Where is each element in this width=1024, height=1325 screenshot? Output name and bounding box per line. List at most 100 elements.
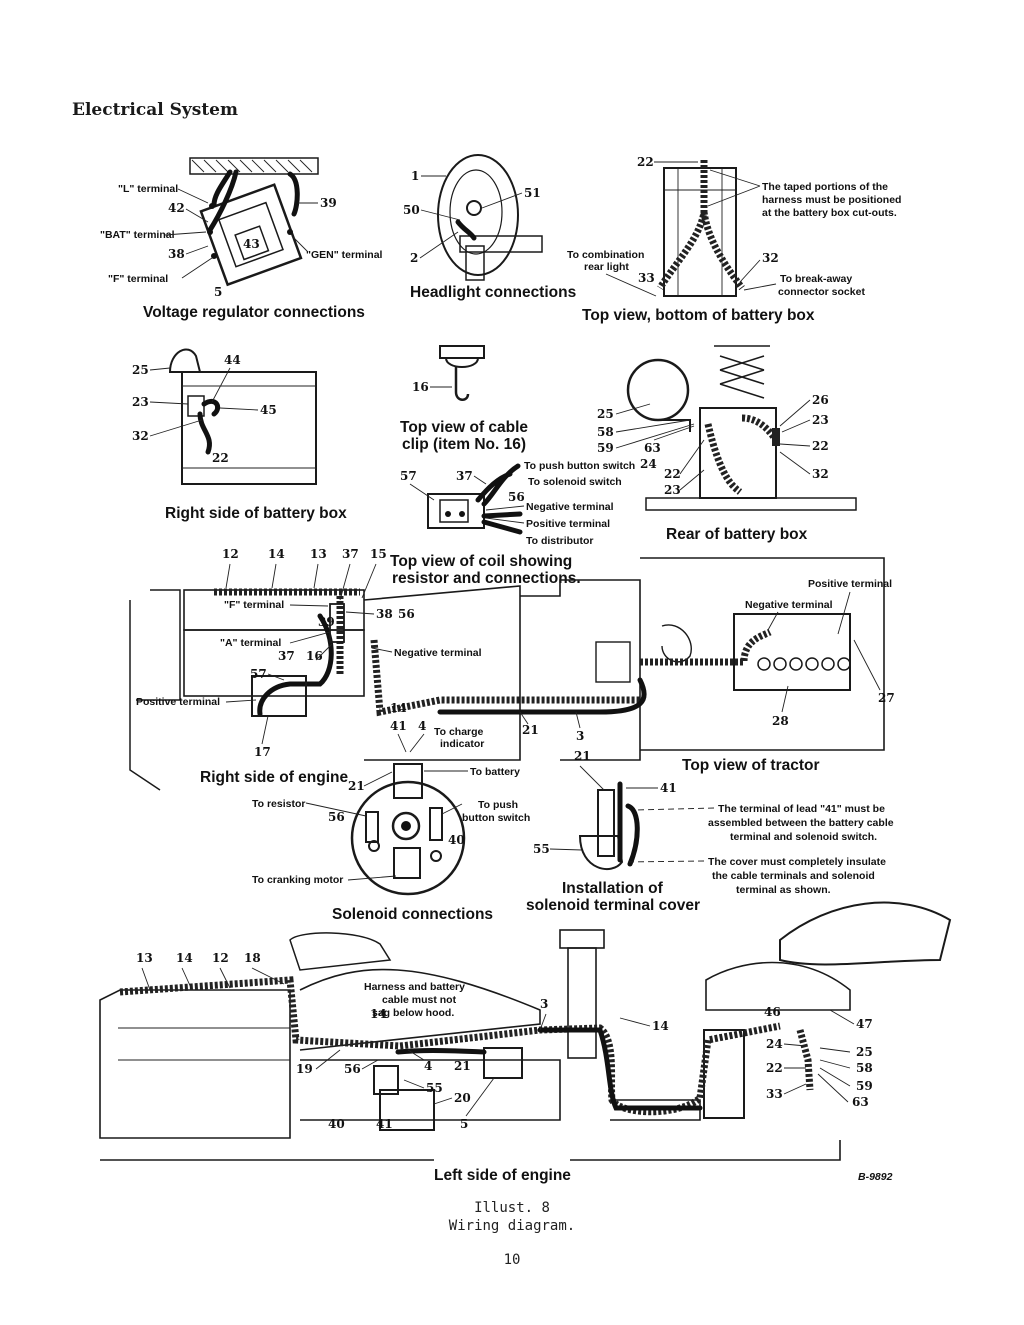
headlight-title: Headlight connections [410, 284, 576, 301]
regulator-wires [207, 169, 300, 233]
solenoid-push-line2: button switch [462, 812, 530, 824]
callout-37-right: 37 [342, 547, 359, 561]
harness-note-line2: cable must not [382, 994, 457, 1006]
solenoid-push-line1: To push [478, 799, 518, 811]
callout-3-left: 3 [540, 997, 548, 1011]
cable-clip-title-line1: Top view of cable [400, 419, 528, 436]
label-bat-terminal: "BAT" terminal [100, 229, 175, 241]
callout-40-left: 40 [328, 1117, 345, 1131]
callout-23-right: 23 [132, 395, 149, 409]
drawing-code: B-9892 [858, 1171, 893, 1183]
voltage-regulator-figure: "L" terminal 42 "BAT" terminal 38 "F" te… [100, 157, 383, 321]
callout-21-right: 21 [522, 723, 539, 737]
page-number: 10 [503, 1252, 521, 1268]
callout-14b-left: 14 [370, 1007, 387, 1021]
engine-left-figure: 13 14 12 18 Harness and battery cable mu… [99, 901, 952, 1184]
harness-note-line1: Harness and battery [364, 981, 465, 993]
regulator-terminal-gen [287, 229, 293, 235]
callout-63-rear: 63 [644, 441, 661, 455]
label-l-terminal: "L" terminal [118, 183, 178, 195]
callout-25-rear: 25 [597, 407, 614, 421]
engine-positive-terminal: Positive terminal [136, 696, 220, 708]
battery-rear-title: Rear of battery box [666, 526, 808, 543]
callout-25-left: 25 [856, 1045, 873, 1059]
callout-41-left: 41 [376, 1117, 393, 1131]
callout-33-left: 33 [766, 1087, 783, 1101]
callout-18-left: 18 [244, 951, 261, 965]
battery-rear-figure: 25 58 59 63 24 22 23 26 23 22 32 Rear of… [597, 345, 857, 543]
battery-right-side-figure: 25 44 23 45 32 22 Right side of battery … [132, 348, 347, 522]
solenoid-to-resistor: To resistor [252, 798, 305, 810]
callout-20-left: 20 [454, 1091, 471, 1105]
callout-25-right: 25 [132, 363, 149, 377]
callout-58-left: 58 [856, 1061, 873, 1075]
callout-57-right: 57 [250, 667, 267, 681]
coil-push-button: To push button switch [524, 460, 635, 472]
callout-32-top: 32 [762, 251, 779, 265]
lower-harness [370, 639, 640, 717]
callout-22-left: 22 [766, 1061, 783, 1075]
battery-cable [640, 628, 772, 666]
label-f-terminal: "F" terminal [108, 273, 168, 285]
bracket-hatching [191, 159, 313, 173]
callout-24-left: 24 [766, 1037, 783, 1051]
battery-box-outline [663, 167, 737, 297]
callout-37b-right: 37 [278, 649, 295, 663]
fender-outline [705, 961, 851, 1011]
headlight-figure: 1 50 2 51 Headlight connections [403, 154, 576, 301]
callout-32-rear: 32 [812, 467, 829, 481]
solenoid-title: Solenoid connections [332, 906, 493, 923]
callout-57-coil: 57 [400, 469, 417, 483]
charge-indicator-line2: indicator [440, 738, 484, 750]
illustration-caption: Wiring diagram. [448, 1218, 576, 1234]
callout-24-rear: 24 [640, 457, 657, 471]
callout-14b-right: 14 [390, 701, 407, 715]
battery-box-side [181, 371, 317, 485]
ground-line [100, 1140, 841, 1161]
callout-21-solenoid: 21 [348, 779, 365, 793]
callout-46-left: 46 [764, 1005, 781, 1019]
coil-title-line1: Top view of coil showing [390, 553, 572, 570]
rear-platform [645, 497, 857, 511]
lead-note-line3: terminal and solenoid switch. [730, 831, 877, 843]
callout-5: 5 [214, 285, 222, 299]
callout-4-right: 4 [418, 719, 426, 733]
callout-56-right: 56 [398, 607, 415, 621]
callout-32-right: 32 [132, 429, 149, 443]
callout-44: 44 [224, 353, 241, 367]
callout-59-rear: 59 [597, 441, 614, 455]
regulator-terminal-f [211, 253, 217, 259]
callout-63-left: 63 [852, 1095, 869, 1109]
battery-right-title: Right side of battery box [165, 505, 347, 522]
left-battery-box [703, 1029, 745, 1119]
engine-right-title: Right side of engine [200, 769, 348, 786]
engine-block-outline [129, 589, 181, 791]
callout-15-right: 15 [370, 547, 387, 561]
cover-title-line1: Installation of [562, 880, 664, 897]
callout-59-left: 59 [856, 1079, 873, 1093]
headlight-mount-arm [459, 235, 543, 253]
tractor-positive-terminal: Positive terminal [808, 578, 892, 590]
taped-note-line1: The taped portions of the [762, 181, 888, 193]
radiator-outline [99, 989, 291, 1139]
callout-43: 43 [243, 237, 260, 251]
callout-40-solenoid: 40 [448, 833, 465, 847]
callout-12-right: 12 [222, 547, 239, 561]
cable-clip-hook [454, 366, 470, 401]
callout-27: 27 [878, 691, 895, 705]
callout-16-clip: 16 [412, 380, 429, 394]
callout-22-rear-right: 22 [812, 439, 829, 453]
callout-45: 45 [260, 403, 277, 417]
cover-note-line2: the cable terminals and solenoid [712, 870, 875, 882]
callout-22-rear-left: 22 [664, 467, 681, 481]
callout-56-left: 56 [344, 1062, 361, 1076]
solenoid-to-battery: To battery [470, 766, 520, 778]
battery-box-bottom-title: Top view, bottom of battery box [582, 307, 815, 324]
coil-negative: Negative terminal [526, 501, 614, 513]
coil-body [427, 493, 485, 529]
headlight-housing [437, 154, 519, 276]
engine-negative-terminal: Negative terminal [394, 647, 482, 659]
page-heading: Electrical System [72, 100, 238, 120]
breakaway-line1: To break-away [780, 273, 852, 285]
callout-50: 50 [403, 203, 420, 217]
